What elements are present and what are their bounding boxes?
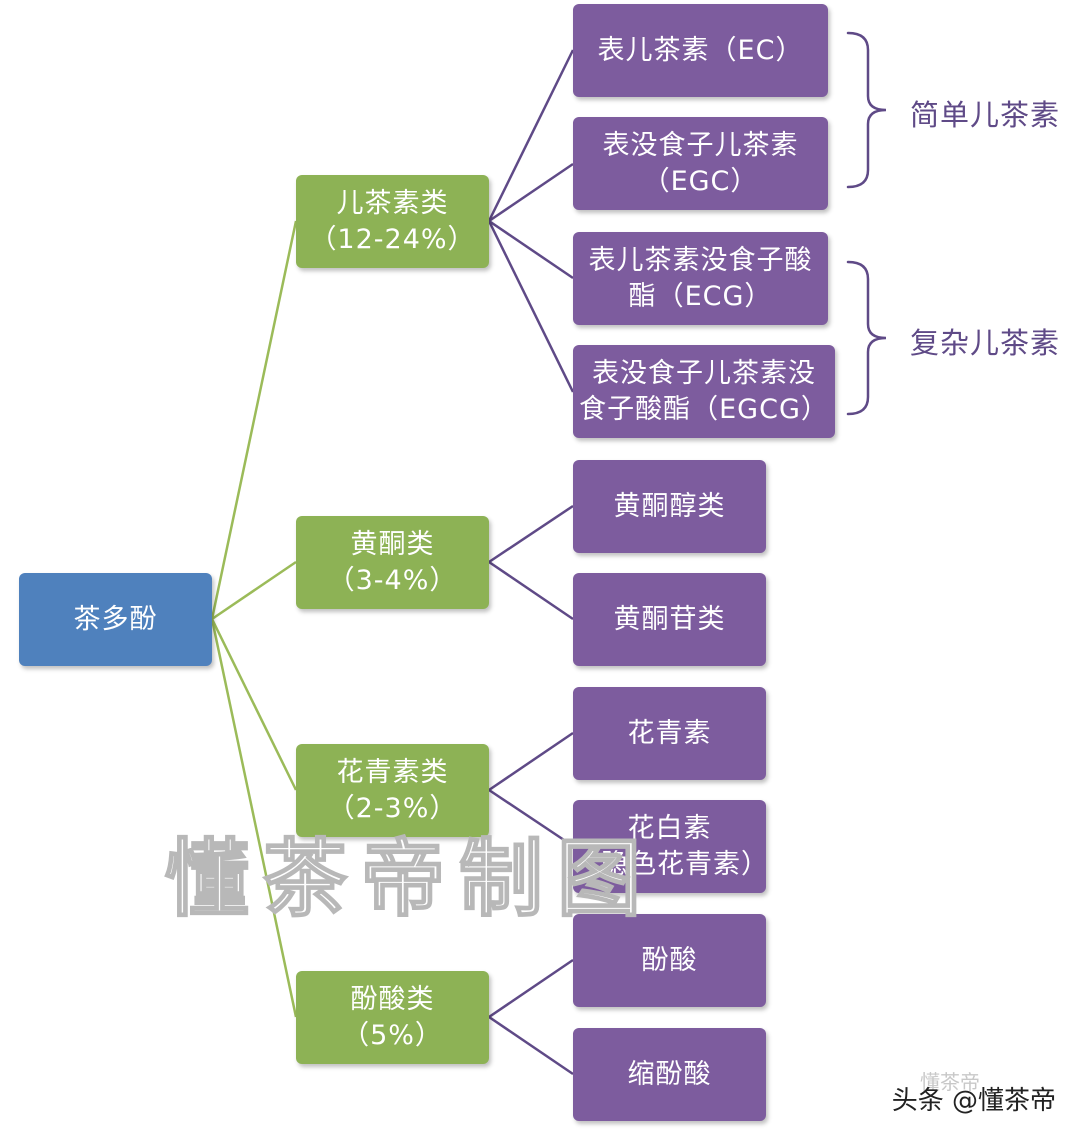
root-label: 茶多酚 xyxy=(73,603,158,635)
connector-cat2-leaf6 xyxy=(488,560,574,621)
category-percent: （12-24%） xyxy=(309,223,476,255)
leaf-line1: 表儿茶素（EC） xyxy=(597,34,804,66)
category-flavonoids: 黄酮类 （3-4%） xyxy=(296,516,489,609)
root-node: 茶多酚 xyxy=(19,573,212,666)
connector-root-cat1 xyxy=(210,220,298,620)
leaf-depside: 缩酚酸 xyxy=(573,1028,766,1121)
leaf-line1: 酚酸 xyxy=(641,944,698,976)
connector-cat2-leaf5 xyxy=(488,504,574,564)
leaf-line1: 缩酚酸 xyxy=(627,1058,712,1090)
category-percent: （3-4%） xyxy=(327,564,458,596)
connector-root-cat2 xyxy=(211,560,297,621)
connector-cat3-leaf7 xyxy=(488,731,574,792)
leaf-ec: 表儿茶素（EC） xyxy=(573,4,828,97)
connector-cat3-leaf8 xyxy=(488,788,574,848)
leaf-line2: （EGC） xyxy=(642,165,759,197)
brace-simple xyxy=(846,31,887,189)
leaf-line1: 表没食子儿茶素没 xyxy=(592,357,816,389)
category-name: 酚酸类 xyxy=(350,983,435,1015)
leaf-egcg: 表没食子儿茶素没 食子酸酯（EGCG） xyxy=(573,345,835,438)
leaf-anthocyanin: 花青素 xyxy=(573,687,766,780)
category-name: 花青素类 xyxy=(336,756,449,788)
brace-complex xyxy=(846,260,887,416)
leaf-line2: 食子酸酯（EGCG） xyxy=(579,393,829,425)
leaf-phenolic-acid: 酚酸 xyxy=(573,914,766,1007)
leaf-line1: 花白素 xyxy=(627,812,712,844)
category-catechins: 儿茶素类 （12-24%） xyxy=(296,175,489,268)
category-anthocyanins: 花青素类 （2-3%） xyxy=(296,744,489,837)
leaf-leucoanthocyanin: 花白素 （隐色花青素） xyxy=(573,800,769,893)
connector-cat4-leaf9 xyxy=(488,958,574,1019)
connector-root-cat4 xyxy=(210,618,298,1018)
connector-root-cat3 xyxy=(210,618,298,791)
category-percent: （5%） xyxy=(342,1019,443,1051)
footer-credit: 头条 @懂茶帝 xyxy=(891,1086,1056,1116)
leaf-line1: 表没食子儿茶素 xyxy=(602,129,799,161)
connector-cat1-leaf1 xyxy=(487,49,575,222)
leaf-line1: 黄酮醇类 xyxy=(613,490,726,522)
connector-cat1-leaf3 xyxy=(488,219,574,280)
category-name: 儿茶素类 xyxy=(336,187,449,219)
leaf-ecg: 表儿茶素没食子酸 酯（ECG） xyxy=(573,232,828,325)
leaf-line1: 花青素 xyxy=(627,717,712,749)
connector-cat1-leaf2 xyxy=(488,162,574,223)
group-label-simple: 简单儿茶素 xyxy=(910,98,1061,132)
leaf-egc: 表没食子儿茶素 （EGC） xyxy=(573,117,828,210)
watermark-text: 懂茶帝制图 xyxy=(164,829,656,929)
connector-cat4-leaf10 xyxy=(488,1015,574,1076)
category-name: 黄酮类 xyxy=(350,528,435,560)
category-phenolic-acids: 酚酸类 （5%） xyxy=(296,971,489,1064)
group-label-complex: 复杂儿茶素 xyxy=(910,326,1061,360)
leaf-line1: 表儿茶素没食子酸 xyxy=(588,244,813,276)
leaf-line2: （隐色花青素） xyxy=(573,848,769,880)
category-percent: （2-3%） xyxy=(327,792,458,824)
leaf-flavonols: 黄酮醇类 xyxy=(573,460,766,553)
connector-cat1-leaf4 xyxy=(487,220,575,393)
faint-watermark: 懂茶帝 xyxy=(920,1070,980,1094)
leaf-line2: 酯（ECG） xyxy=(628,280,773,312)
leaf-flavone-glycosides: 黄酮苷类 xyxy=(573,573,766,666)
leaf-line1: 黄酮苷类 xyxy=(613,603,726,635)
